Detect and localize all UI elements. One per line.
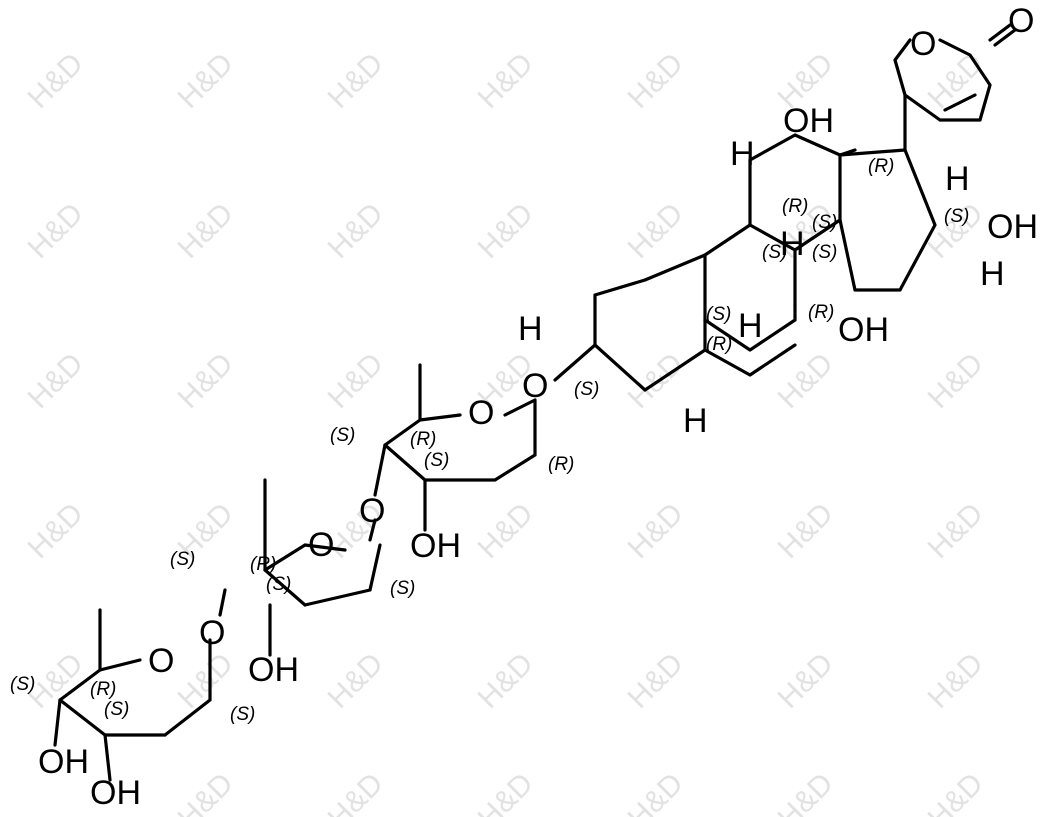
atom-h-c8: H <box>780 225 805 263</box>
watermark: H&D <box>772 647 840 715</box>
stereo-label-sugar2-c5: (R) <box>250 554 276 575</box>
stereo-label-c17: (R) <box>868 156 894 177</box>
watermark: H&D <box>22 497 90 565</box>
watermark: H&D <box>472 647 540 715</box>
watermark: H&D <box>922 767 990 817</box>
watermark: H&D <box>622 47 690 115</box>
atom-h-c17: H <box>945 160 970 198</box>
atom-oh-sugar3-b: OH <box>90 774 141 812</box>
stereo-label-c14: (R) <box>808 302 834 323</box>
stereo-label-sugar3-c1: (S) <box>230 704 255 725</box>
atom-o-carbonyl: O <box>1008 2 1034 40</box>
b-ring-bonds <box>703 223 797 352</box>
sugar3-oh-bond-b <box>103 733 112 782</box>
atom-o-link2: O <box>199 614 225 652</box>
watermark: H&D <box>472 47 540 115</box>
stereo-label-sugar2-c3: (S) <box>266 574 291 595</box>
bond-layer <box>53 23 1017 782</box>
watermark: H&D <box>322 347 390 415</box>
atom-h-c12: H <box>730 135 755 173</box>
watermark: H&D <box>772 347 840 415</box>
watermark: H&D <box>22 347 90 415</box>
stereo-label-sugar2-c4: (S) <box>170 549 195 570</box>
stereo-label-sugar3-c5: (R) <box>90 679 116 700</box>
watermark: H&D <box>922 497 990 565</box>
watermark: H&D <box>322 767 390 817</box>
stereo-label-sugar1-c5: (R) <box>410 429 436 450</box>
watermark: H&D <box>622 647 690 715</box>
c3-o-bond <box>553 343 597 382</box>
atom-h-c3: H <box>518 310 543 348</box>
stereo-label-c3: (S) <box>574 379 599 400</box>
atom-o-sugar3-ring: O <box>148 642 174 680</box>
watermark: H&D <box>22 197 90 265</box>
sugar1-ring-bonds <box>383 398 537 482</box>
stereo-label-c13: (S) <box>812 212 837 233</box>
atom-oh-c16: OH <box>987 208 1038 246</box>
watermark: H&D <box>322 197 390 265</box>
sugar3-ring-bonds <box>58 638 212 737</box>
carbonyl-bond <box>988 23 1017 47</box>
watermark: H&D <box>922 647 990 715</box>
watermark: H&D <box>22 47 90 115</box>
atom-oh-c14: OH <box>838 311 889 349</box>
atom-o-sugar2-ring: O <box>308 526 334 564</box>
watermark-layer: H&D H&D H&D H&D H&D H&D H&D H&D H&D H&D … <box>22 47 990 817</box>
watermark: H&D <box>922 347 990 415</box>
atom-o-lactone-ring: O <box>910 25 936 63</box>
c-ring-bonds <box>748 133 842 307</box>
sugar2-ring-bonds <box>263 518 382 607</box>
b-ring-bottom <box>703 343 797 377</box>
watermark: H&D <box>622 497 690 565</box>
watermark: H&D <box>622 197 690 265</box>
stereo-label-c14b: (S) <box>812 242 837 263</box>
atom-o-link1: O <box>359 492 385 530</box>
stereo-label-c10: (R) <box>706 334 732 355</box>
atom-o-sugar1-ring: O <box>468 394 494 432</box>
stereo-label-c8: (S) <box>762 242 787 263</box>
c13-methyl <box>838 148 857 157</box>
atom-label-layer: O O OH H H OH H H H OH H O H O O OH O O … <box>38 2 1038 812</box>
stereo-label-c12: (R) <box>782 196 808 217</box>
a-ring-bonds <box>593 253 707 392</box>
stereo-label-sugar1-c3: (S) <box>424 450 449 471</box>
watermark: H&D <box>172 47 240 115</box>
stereo-label-sugar1-c4: (S) <box>330 425 355 446</box>
watermark: H&D <box>472 497 540 565</box>
atom-oh-sugar3-a: OH <box>38 743 89 781</box>
atom-oh-sugar1: OH <box>410 527 461 565</box>
stereo-label-sugar2-c1: (S) <box>390 578 415 599</box>
watermark: H&D <box>172 347 240 415</box>
atom-h-c5: H <box>683 402 708 440</box>
atom-h-c9: H <box>738 307 763 345</box>
atom-o-c3-link: O <box>522 367 548 405</box>
watermark: H&D <box>772 767 840 817</box>
stereo-label-sugar1-c1: (R) <box>548 454 574 475</box>
watermark: H&D <box>472 197 540 265</box>
watermark: H&D <box>622 767 690 817</box>
atom-oh-c12: OH <box>783 102 834 140</box>
watermark: H&D <box>172 197 240 265</box>
atom-h-c16: H <box>980 255 1005 293</box>
stereo-label-sugar3-c4: (S) <box>10 674 35 695</box>
lactone-ring-double-bond <box>943 93 977 112</box>
d-ring-bonds <box>838 148 937 292</box>
lactone-ring-bonds <box>893 38 992 122</box>
stereo-label-layer: (R) (R) (S) (S) (S) (S) (S) (R) (R) (S) … <box>10 156 969 725</box>
atom-oh-sugar2: OH <box>248 651 299 689</box>
watermark: H&D <box>172 767 240 817</box>
watermark: H&D <box>322 647 390 715</box>
sugar2-o-link-bond <box>218 588 227 617</box>
watermark: H&D <box>622 347 690 415</box>
stereo-label-sugar3-c3: (S) <box>104 699 129 720</box>
sugar3-oh-bond-a <box>53 698 62 747</box>
sugar1-o-link-bond <box>373 443 387 497</box>
watermark: H&D <box>322 47 390 115</box>
stereo-label-c16: (S) <box>944 206 969 227</box>
watermark: H&D <box>772 497 840 565</box>
stereo-label-c9: (S) <box>706 304 731 325</box>
watermark: H&D <box>472 767 540 817</box>
